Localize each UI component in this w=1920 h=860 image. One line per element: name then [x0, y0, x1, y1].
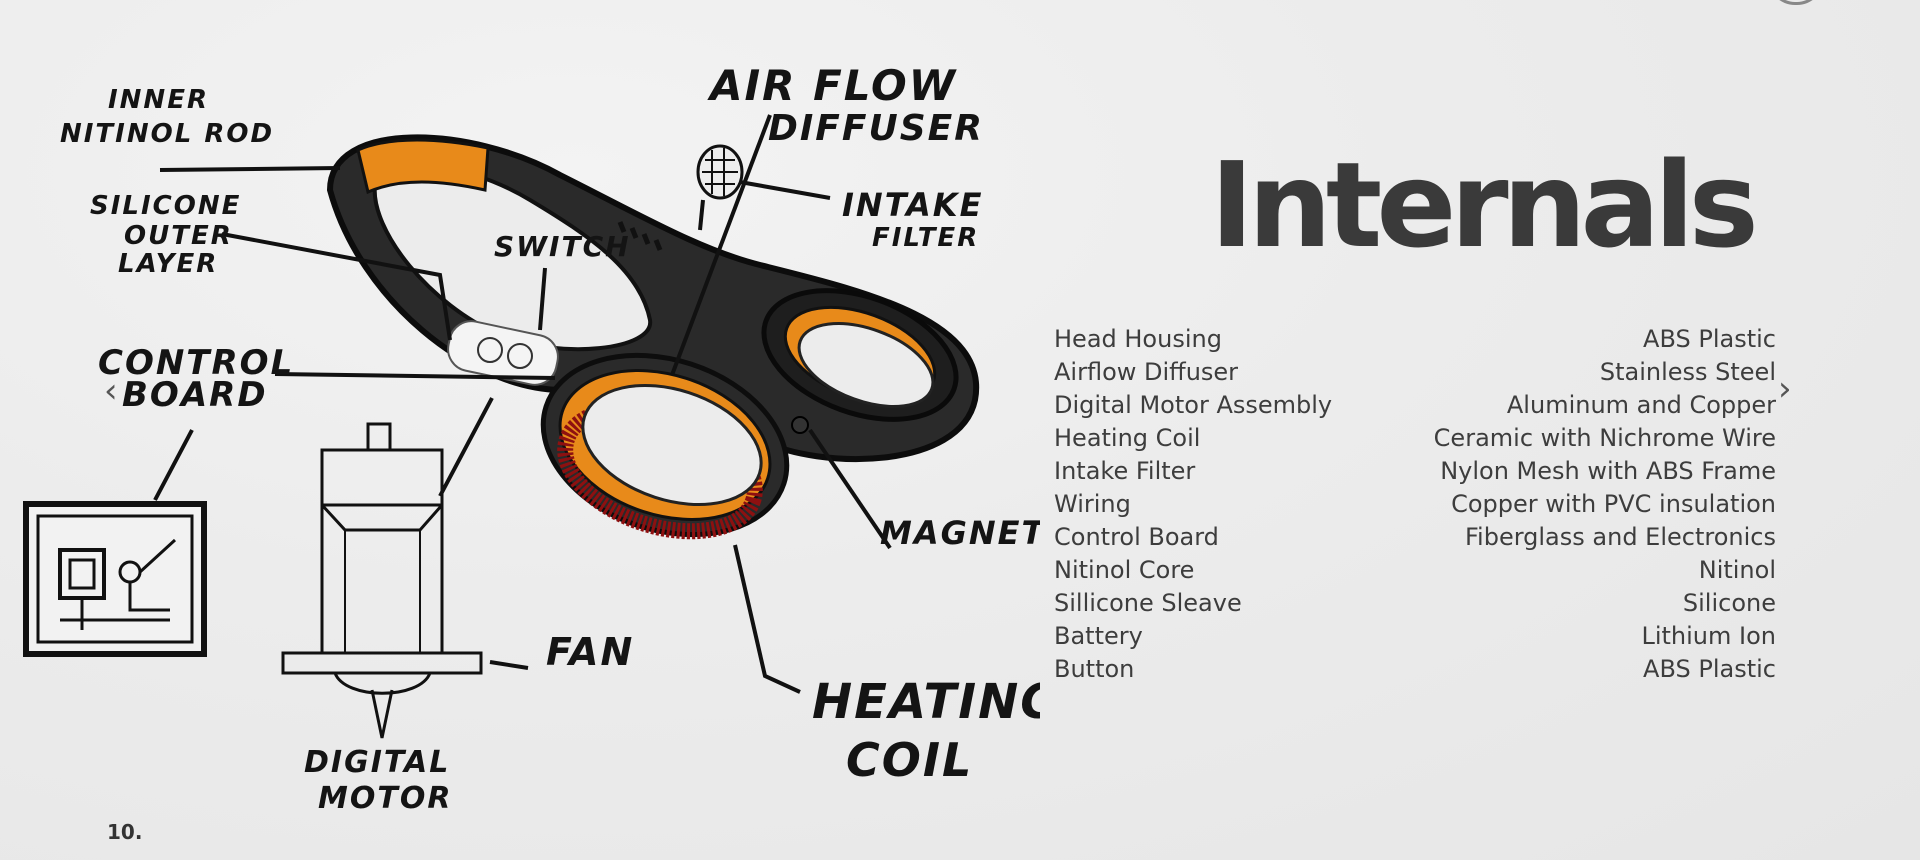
component-material: Ceramic with Nichrome Wire: [1433, 424, 1776, 452]
component-part: Head Housing: [1054, 325, 1222, 353]
label-control-line2: BOARD: [122, 375, 268, 415]
label-motor-line2: MOTOR: [318, 781, 452, 816]
component-material: Nitinol: [1698, 556, 1776, 584]
label-intake-line2: FILTER: [872, 223, 979, 253]
label-airflow-line1: AIR FLOW: [707, 61, 958, 110]
component-material: Lithium Ion: [1641, 622, 1776, 650]
component-material: Fiberglass and Electronics: [1464, 523, 1776, 551]
slide-title: Internals: [1210, 136, 1759, 274]
component-material: Nylon Mesh with ABS Frame: [1440, 457, 1776, 485]
label-switch: SWITCH: [494, 230, 631, 263]
component-part: Button: [1054, 655, 1135, 683]
digital-motor-sketch: [281, 422, 483, 739]
label-motor-line1: DIGITAL: [304, 745, 450, 780]
component-part: Nitinol Core: [1054, 556, 1195, 584]
component-material: ABS Plastic: [1643, 655, 1776, 683]
label-magnet: MAGNET: [880, 514, 1040, 552]
label-airflow-line2: DIFFUSER: [768, 108, 984, 149]
label-silicone-line2: OUTER: [124, 221, 233, 251]
component-material: Silicone: [1682, 589, 1776, 617]
component-material: Aluminum and Copper: [1506, 391, 1776, 419]
label-control-line1: CONTROL: [98, 343, 294, 383]
label-fan: FAN: [546, 630, 634, 674]
label-inner-rod-line1: INNER: [108, 85, 209, 115]
component-part: Heating Coil: [1054, 424, 1201, 452]
component-part: Control Board: [1054, 523, 1219, 551]
label-intake-line1: INTAKE: [842, 186, 983, 224]
component-part: Airflow Diffuser: [1054, 358, 1239, 386]
intake-filter-icon: [696, 144, 744, 200]
component-part: Sillicone Sleave: [1054, 589, 1242, 617]
chevron-left-icon[interactable]: ‹: [104, 371, 118, 411]
component-list: Head Housing Airflow Diffuser Digital Mo…: [1054, 323, 1332, 686]
label-coil-line2: COIL: [846, 733, 973, 787]
label-inner-rod-line2: NITINOL ROD: [60, 119, 274, 149]
chevron-right-icon[interactable]: ›: [1778, 369, 1792, 409]
component-material: Stainless Steel: [1599, 358, 1776, 386]
label-coil-line1: HEATING: [812, 674, 1040, 730]
component-part: Intake Filter: [1054, 457, 1196, 485]
label-silicone-line3: LAYER: [118, 249, 218, 279]
label-silicone-line1: SILICONE: [90, 191, 241, 221]
component-part: Battery: [1054, 622, 1143, 650]
device-body: [326, 134, 980, 540]
internals-sketch: INNER NITINOL ROD SILICONE OUTER LAYER S…: [23, 61, 1040, 816]
material-list: ABS Plastic Stainless Steel Aluminum and…: [1380, 323, 1776, 686]
label-leader-lines: [153, 114, 892, 694]
component-material: Copper with PVC insulation: [1451, 490, 1776, 518]
component-material: ABS Plastic: [1643, 325, 1776, 353]
component-part: Digital Motor Assembly: [1054, 391, 1333, 419]
control-board-sketch: [23, 501, 207, 657]
page-number: 10.: [107, 820, 143, 844]
component-part: Wiring: [1054, 490, 1131, 518]
